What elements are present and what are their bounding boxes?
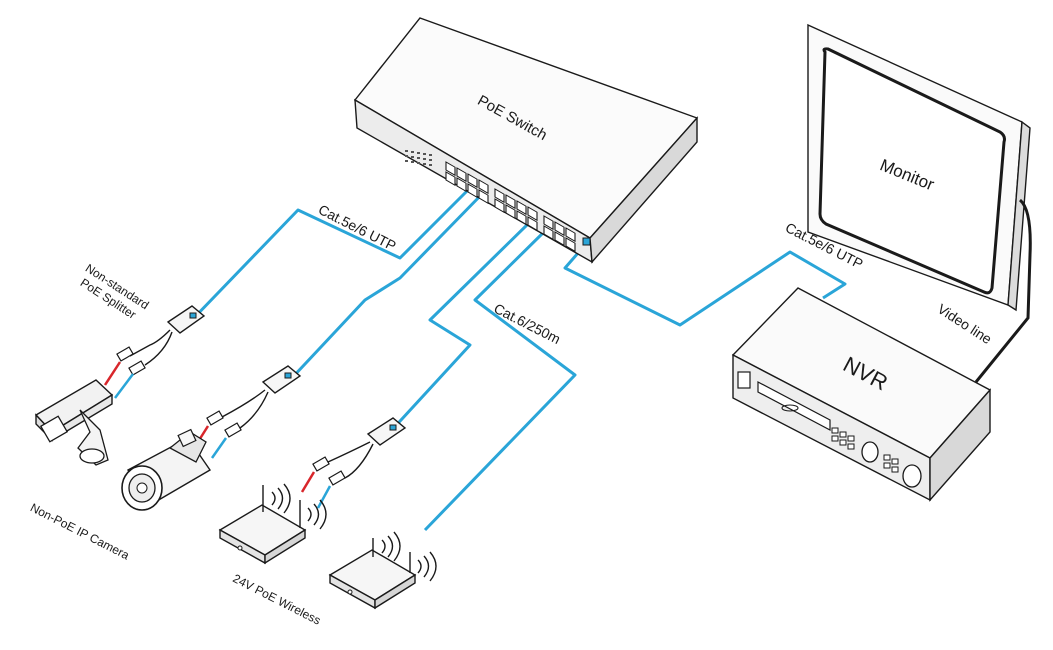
cable-switch-to-splitter-3 [388,220,532,434]
wireless-label: 24V PoE Wireless [231,571,324,627]
wireless-ap-icon [328,531,437,610]
cable-label-switch-left: Cat.5e/6 UTP [316,201,399,254]
cable-switch-to-wireless-long [423,226,577,532]
monitor-icon [807,23,1031,312]
cable-switch-to-splitter-2 [288,190,486,382]
poe-splitter-icon [300,417,407,509]
poe-splitter-icon [194,365,302,459]
box-camera-icon [34,379,114,466]
poe-switch-icon [353,17,699,264]
bullet-camera-icon [121,428,212,511]
wireless-ap-icon [218,483,327,565]
camera-label: Non-PoE IP Camera [28,500,132,562]
network-cables [188,188,847,532]
video-line-label: Video line [935,300,995,347]
video-line-cable [974,198,1032,383]
cable-switch-to-nvr [563,244,847,327]
nvr-icon [731,287,992,502]
poe-splitter-icon [103,305,206,399]
cable-switch-to-splitter-1 [188,188,470,324]
